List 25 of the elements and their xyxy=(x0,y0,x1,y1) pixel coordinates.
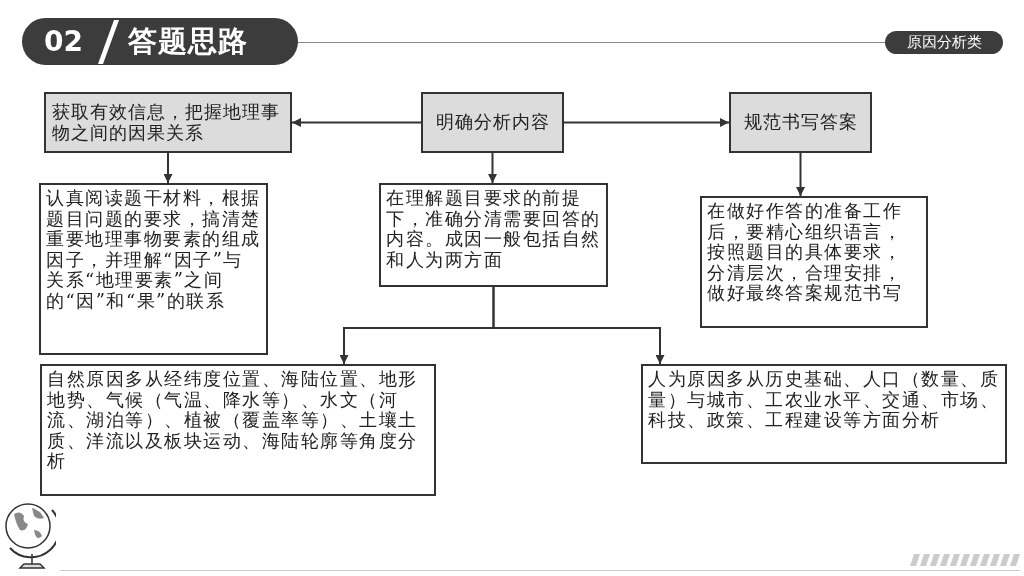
text-box xyxy=(39,183,268,355)
text-box xyxy=(641,364,1007,464)
section-title: 答题思路 xyxy=(128,23,248,60)
box-text: 在理解题目要求的前提下，准确分清需要回答的内容。成因一般包括自然和人为两方面 xyxy=(386,188,601,270)
arrow xyxy=(488,152,497,184)
section-number: 02 xyxy=(44,26,83,58)
box-text: 在做好作答的准备工作后，要精心组织语言，按照题目的具体要求，分清层次，合理安排，做好最终答案规范书写 xyxy=(707,201,903,304)
step-box xyxy=(421,92,564,153)
box-text: 获取有效信息，把握地理事物之间的因果关系 xyxy=(52,102,281,143)
step-box xyxy=(44,92,292,153)
step-box xyxy=(729,92,872,153)
arrow xyxy=(563,118,730,127)
arrow xyxy=(163,152,173,184)
box-text: 自然原因多从经纬度位置、海陆位置、地形地势、气候（气温、降水等）、水文（河流、湖泊等）、植被（覆盖率等）、土壤土质、洋流以及板块运动、海陆轮廓等角度分析 xyxy=(47,369,419,472)
arrow xyxy=(796,152,805,197)
arrow xyxy=(492,286,665,365)
box-text: 规范书写答案 xyxy=(743,112,858,133)
box-text: 人为原因多从历史基础、人口（数量、质量）与城市、工农业水平、交通、市场、科技、政策、工程建设等方面分析 xyxy=(648,369,1000,431)
box-text: 明确分析内容 xyxy=(435,112,550,133)
arrow xyxy=(291,118,422,127)
text-box xyxy=(700,196,928,328)
box-text: 认真阅读题干材料，根据题目问题的要求，搞清楚重要地理事物要素的组成因子，并理解“因子”与关系“地理要素”之间的“因”和“果”的联系 xyxy=(46,188,261,311)
text-box xyxy=(40,364,436,496)
text-box xyxy=(379,183,608,287)
category-tag: 原因分析类 xyxy=(885,31,1003,54)
